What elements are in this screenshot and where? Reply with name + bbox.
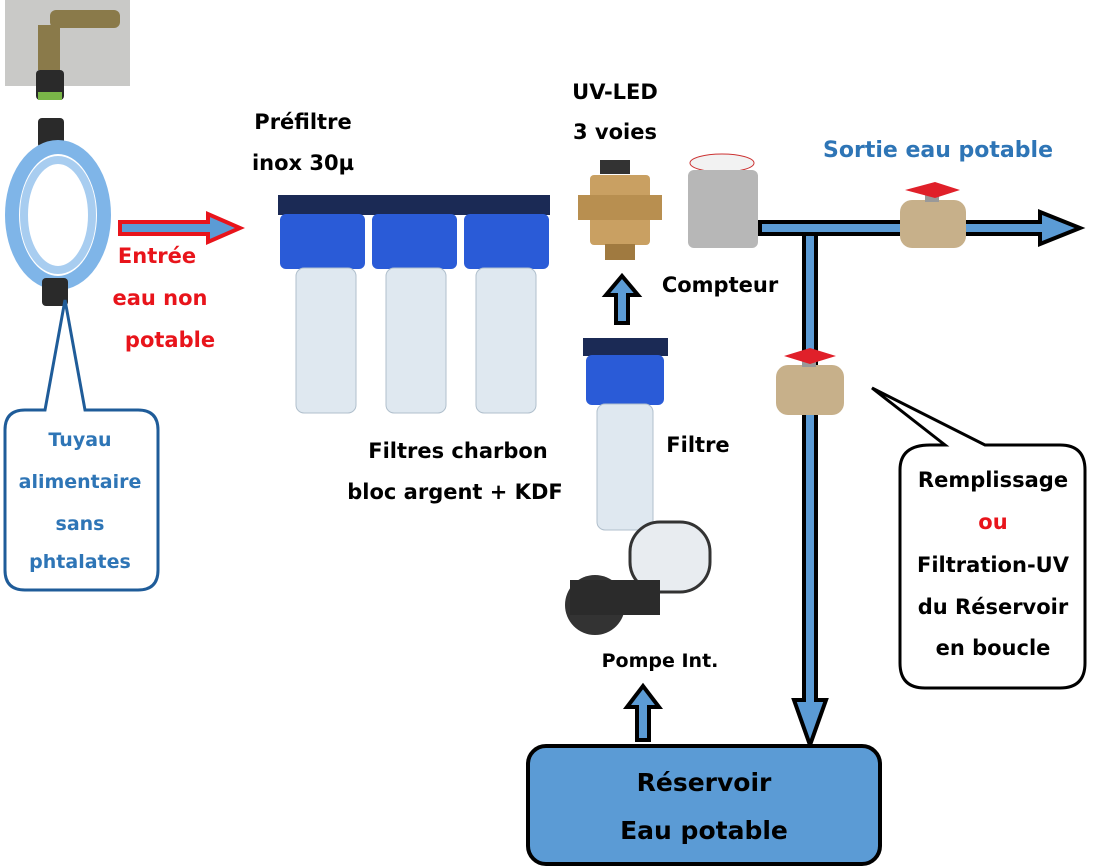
counter-image — [688, 153, 758, 248]
callout-loop-line: Remplissage — [918, 468, 1068, 492]
callout-hose-line: alimentaire — [19, 471, 142, 493]
callout-hose-line: sans — [56, 513, 105, 535]
callout-hose: Tuyau alimentaire sans phtalates — [3, 299, 160, 592]
reservoir-box: Réservoir Eau potable — [526, 744, 882, 866]
loop-valve-image — [776, 348, 844, 415]
label-output: Sortie eau potable — [823, 138, 1053, 163]
triple-filter-image — [278, 195, 550, 414]
label-input-2: eau non — [112, 286, 207, 310]
callout-loop-line: en boucle — [936, 636, 1051, 660]
filter-image — [583, 338, 668, 531]
callout-loop: Remplissage ou Filtration-UV du Réservoi… — [871, 386, 1087, 690]
uv-valve-image — [578, 160, 662, 260]
up-arrow-to-pump — [622, 682, 664, 742]
label-input-1: Entrée — [118, 244, 196, 268]
up-arrow-to-uv — [601, 272, 643, 325]
input-arrow — [118, 210, 245, 246]
label-carbon-2: bloc argent + KDF — [347, 480, 562, 504]
callout-loop-line: Filtration-UV — [917, 553, 1070, 577]
label-prefilter-2: inox 30µ — [252, 151, 354, 175]
label-input-3: potable — [125, 328, 215, 352]
callout-hose-line: Tuyau — [48, 429, 111, 451]
label-carbon-1: Filtres charbon — [368, 439, 548, 463]
output-valve-image — [900, 182, 966, 248]
hose-image — [5, 118, 111, 306]
label-filter: Filtre — [666, 433, 729, 457]
label-prefilter-1: Préfiltre — [254, 110, 351, 134]
callout-loop-line: du Réservoir — [918, 595, 1069, 619]
reservoir-subtitle: Eau potable — [620, 816, 788, 845]
label-uv-1: UV-LED — [572, 80, 658, 104]
label-pump: Pompe Int. — [602, 650, 719, 672]
callout-loop-or: ou — [978, 510, 1007, 534]
callout-hose-line: phtalates — [29, 551, 131, 573]
label-counter: Compteur — [662, 273, 779, 297]
reservoir-title: Réservoir — [637, 768, 772, 797]
label-uv-2: 3 voies — [573, 120, 657, 144]
pump-image — [565, 520, 712, 635]
tap-image — [5, 0, 130, 100]
